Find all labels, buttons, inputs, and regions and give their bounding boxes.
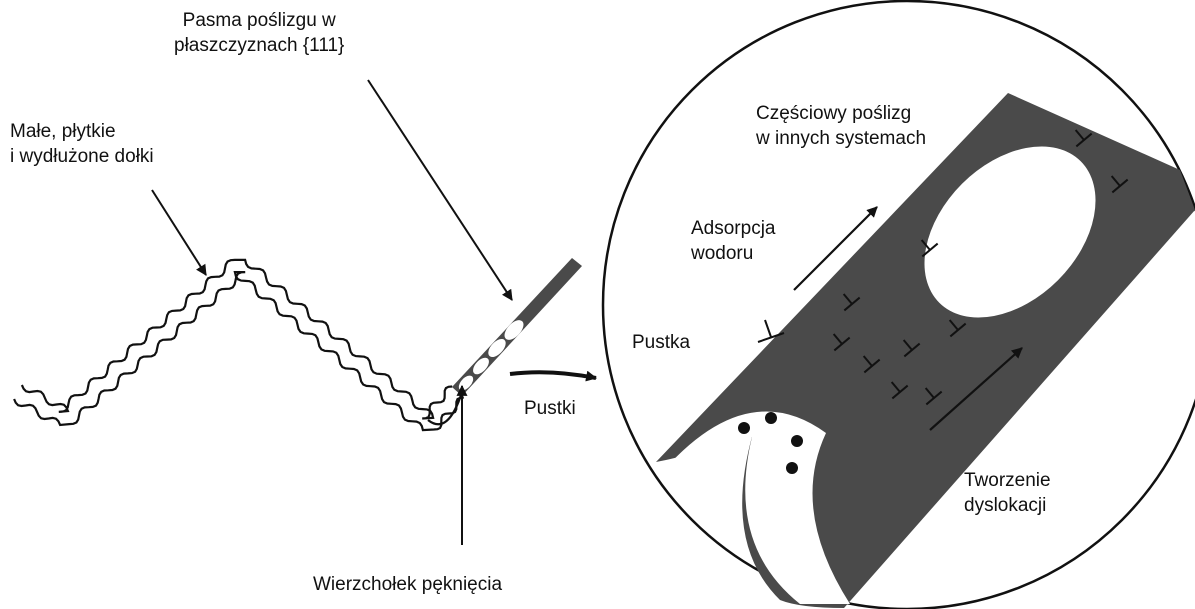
partial-slip-label-line2: w innych systemach (756, 126, 926, 151)
partial-slip-label: Częściowy poślizg w innych systemach (756, 101, 926, 151)
hydrogen-atom-dot (786, 462, 798, 474)
hydrogen-adsorption-label: Adsorpcja wodoru (691, 216, 776, 266)
dislocation-formation-label-line1: Tworzenie (964, 468, 1051, 493)
voids-label: Pustki (524, 396, 576, 421)
dimples-label-line1: Małe, płytkie (10, 119, 154, 144)
dislocation-formation-label: Tworzenie dyslokacji (964, 468, 1051, 518)
hydrogen-adsorption-label-line1: Adsorpcja (691, 216, 776, 241)
void-label: Pustka (632, 330, 690, 355)
dimples-label-line2: i wydłużone dołki (10, 144, 154, 169)
dislocation-formation-label-line2: dyslokacji (964, 493, 1051, 518)
hydrogen-atom-dot (738, 422, 750, 434)
slip-bands-label-line1: Pasma poślizgu w (174, 8, 344, 33)
crack-profile-inner (14, 272, 464, 430)
crack-profile-outer (22, 260, 452, 419)
slip-bands-label: Pasma poślizgu w płaszczyznach {111} (174, 8, 344, 58)
slip-band-pointer-arrow (368, 80, 512, 300)
crack-tip-label: Wierzchołek pęknięcia (313, 572, 502, 597)
hydrogen-adsorption-label-line2: wodoru (691, 241, 776, 266)
dimples-label: Małe, płytkie i wydłużone dołki (10, 119, 154, 169)
slip-bands-label-line2: płaszczyznach {111} (174, 33, 344, 58)
hydrogen-atom-dot (791, 435, 803, 447)
hydrogen-atom-dot (765, 412, 777, 424)
magnify-arrow (510, 372, 596, 378)
dimples-pointer-arrow (152, 190, 206, 275)
partial-slip-label-line1: Częściowy poślizg (756, 101, 926, 126)
